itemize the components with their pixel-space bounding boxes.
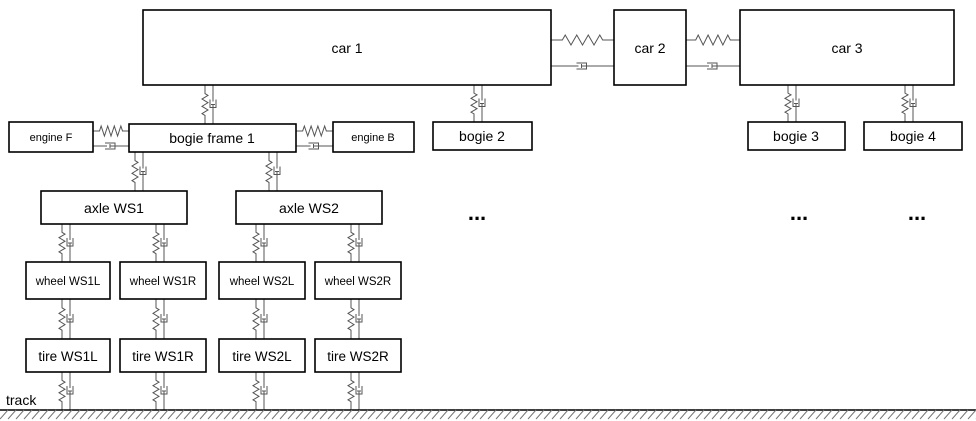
engine-b-label: engine B <box>351 132 394 144</box>
tire-ws2r-label: tire WS2R <box>327 349 389 364</box>
wheel-ws1r-box: wheel WS1R <box>119 261 207 300</box>
suspension-bogie-frame-axle-ws1 <box>131 152 147 191</box>
bogie-3-label: bogie 3 <box>773 128 819 144</box>
car-1-label: car 1 <box>331 40 362 56</box>
car-2-box: car 2 <box>613 9 687 86</box>
suspension-car1-bogie-2 <box>469 85 486 122</box>
coupling-car2-car3 <box>686 33 740 70</box>
tire-ws1r-box: tire WS1R <box>119 338 207 373</box>
bogie-frame-1-box: bogie frame 1 <box>128 123 297 153</box>
car-3-box: car 3 <box>739 9 955 86</box>
link-axle-ws2-wheel-ws2l <box>252 224 268 262</box>
bogie-4-box: bogie 4 <box>863 121 963 151</box>
bogie-4-label: bogie 4 <box>890 128 936 144</box>
axle-ws2-label: axle WS2 <box>279 200 339 216</box>
wheel-ws2r-label: wheel WS2R <box>324 276 391 288</box>
bogie-3-box: bogie 3 <box>747 121 846 151</box>
car-1-box: car 1 <box>142 9 552 86</box>
link-axle-ws1-wheel-ws1r <box>152 224 168 262</box>
link-engine-f-bogie-frame <box>93 124 129 150</box>
tire-ws2l-box: tire WS2L <box>218 338 306 373</box>
link-tire-track-3 <box>252 372 268 410</box>
ellipsis-bogie-4: ... <box>908 200 926 225</box>
tire-ws1l-label: tire WS1L <box>38 349 98 364</box>
bogie-frame-1-label: bogie frame 1 <box>169 130 255 146</box>
bogie-2-label: bogie 2 <box>459 128 505 144</box>
link-wheel-tire-3 <box>252 299 268 339</box>
wheel-ws1l-box: wheel WS1L <box>25 261 111 300</box>
link-bogie-frame-engine-b <box>296 124 333 150</box>
suspension-car3-bogie-4 <box>900 85 917 122</box>
link-axle-ws1-wheel-ws1l <box>58 224 74 262</box>
link-wheel-tire-2 <box>152 299 168 339</box>
tire-ws1l-box: tire WS1L <box>25 338 111 373</box>
car-3-label: car 3 <box>831 40 862 56</box>
link-tire-track-2 <box>152 372 168 410</box>
engine-b-box: engine B <box>332 121 415 153</box>
link-wheel-tire-4 <box>347 299 363 339</box>
ellipsis-bogie-3: ... <box>790 200 808 225</box>
wheel-ws2l-label: wheel WS2L <box>229 276 295 288</box>
link-axle-ws2-wheel-ws2r <box>347 224 363 262</box>
tire-ws2r-box: tire WS2R <box>314 338 402 373</box>
wheel-ws1l-label: wheel WS1L <box>35 276 101 288</box>
wheel-ws2l-box: wheel WS2L <box>218 261 306 300</box>
spring-damper-links <box>58 33 917 410</box>
wheel-ws1r-label: wheel WS1R <box>129 276 196 288</box>
tire-ws2l-label: tire WS2L <box>232 349 292 364</box>
suspension-bogie-frame-axle-ws2 <box>265 152 281 191</box>
track-hatching <box>0 409 976 420</box>
coupling-car1-car2 <box>551 33 614 70</box>
axle-ws2-box: axle WS2 <box>235 190 383 225</box>
link-tire-track-4 <box>347 372 363 410</box>
track-label: track <box>6 392 37 408</box>
link-tire-track-1 <box>58 372 74 410</box>
tire-ws1r-label: tire WS1R <box>132 349 194 364</box>
ellipsis-bogie-2: ... <box>468 200 486 225</box>
suspension-car3-bogie-3 <box>783 85 800 122</box>
engine-f-box: engine F <box>8 121 94 153</box>
car-2-label: car 2 <box>634 40 665 56</box>
link-wheel-tire-1 <box>58 299 74 339</box>
wheel-ws2r-box: wheel WS2R <box>314 261 402 300</box>
bogie-2-box: bogie 2 <box>432 121 533 151</box>
engine-f-label: engine F <box>30 132 73 144</box>
axle-ws1-label: axle WS1 <box>84 200 144 216</box>
axle-ws1-box: axle WS1 <box>40 190 188 225</box>
suspension-car1-bogie-frame-1 <box>201 85 217 124</box>
